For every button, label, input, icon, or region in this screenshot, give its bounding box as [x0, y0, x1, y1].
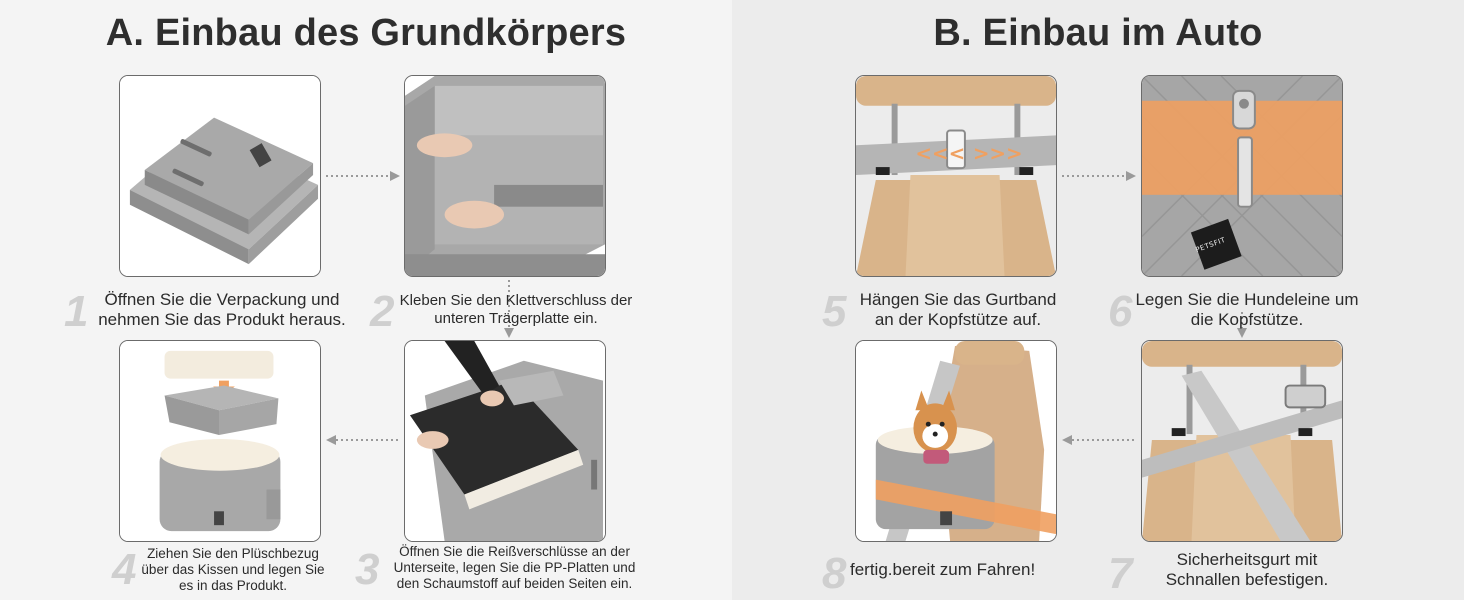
step-5-text: Hängen Sie das Gurtband an der Kopfstütz…	[859, 290, 1057, 330]
step-8-text: fertig.bereit zum Fahren!	[850, 560, 1036, 579]
step-8-number: 8	[822, 549, 847, 598]
insert-panels-illustration	[405, 341, 605, 541]
step-4-number: 4	[112, 545, 137, 594]
seatbelt-buckle-illustration	[1142, 341, 1342, 541]
step-7-number: 7	[1108, 549, 1133, 598]
svg-text:<<<: <<<	[915, 142, 965, 165]
step-4-text: Ziehen Sie den Plüschbezug über das Kiss…	[141, 546, 325, 593]
arrow-7-to-8	[1062, 435, 1136, 445]
headrest-strap-illustration: <<< >>>	[856, 76, 1056, 276]
step-1-number: 1	[64, 287, 89, 336]
section-b-title: B. Einbau im Auto	[933, 12, 1263, 54]
section-b-panel: B. Einbau im Auto <<< >>>	[732, 0, 1464, 600]
exploded-view-illustration	[120, 341, 320, 541]
step-7-image	[1141, 340, 1343, 542]
leash-clip-illustration	[1142, 76, 1342, 276]
folded-carrier-illustration	[120, 76, 320, 276]
step-6-text: Legen Sie die Hundeleine um die Kopfstüt…	[1135, 290, 1359, 330]
step-8-image	[855, 340, 1057, 542]
step-1-image	[119, 75, 321, 277]
step-2-text: Kleben Sie den Klettverschluss der unter…	[399, 292, 633, 327]
arrow-5-to-6	[1062, 171, 1136, 181]
section-a-panel: A. Einbau des Grundkörpers	[64, 12, 636, 594]
svg-text:>>>: >>>	[973, 142, 1023, 165]
step-2-image	[404, 75, 606, 277]
step-3-image	[404, 340, 606, 542]
arrow-6-to-7	[1237, 312, 1247, 338]
step-1-text: Öffnen Sie die Verpackung und nehmen Sie…	[98, 290, 346, 330]
step-3-number: 3	[355, 545, 380, 594]
section-a-title: A. Einbau des Grundkörpers	[105, 12, 627, 54]
step-6-image: PETSFIT	[1141, 75, 1343, 277]
step-3-text: Öffnen Sie die Reißverschlüsse an der Un…	[393, 544, 636, 591]
step-7-text: Sicherheitsgurt mit Schnallen befestigen…	[1165, 550, 1329, 590]
step-4-image	[119, 340, 321, 542]
dog-in-seat-illustration	[856, 341, 1056, 541]
arrow-3-to-4	[326, 435, 400, 445]
arrow-1-to-2	[326, 171, 400, 181]
arrow-2-to-3	[504, 280, 514, 338]
open-box-illustration	[405, 76, 605, 276]
step-5-image: <<< >>>	[855, 75, 1057, 277]
step-2-number: 2	[370, 287, 395, 336]
step-5-number: 5	[822, 287, 847, 336]
step-6-number: 6	[1108, 287, 1133, 336]
